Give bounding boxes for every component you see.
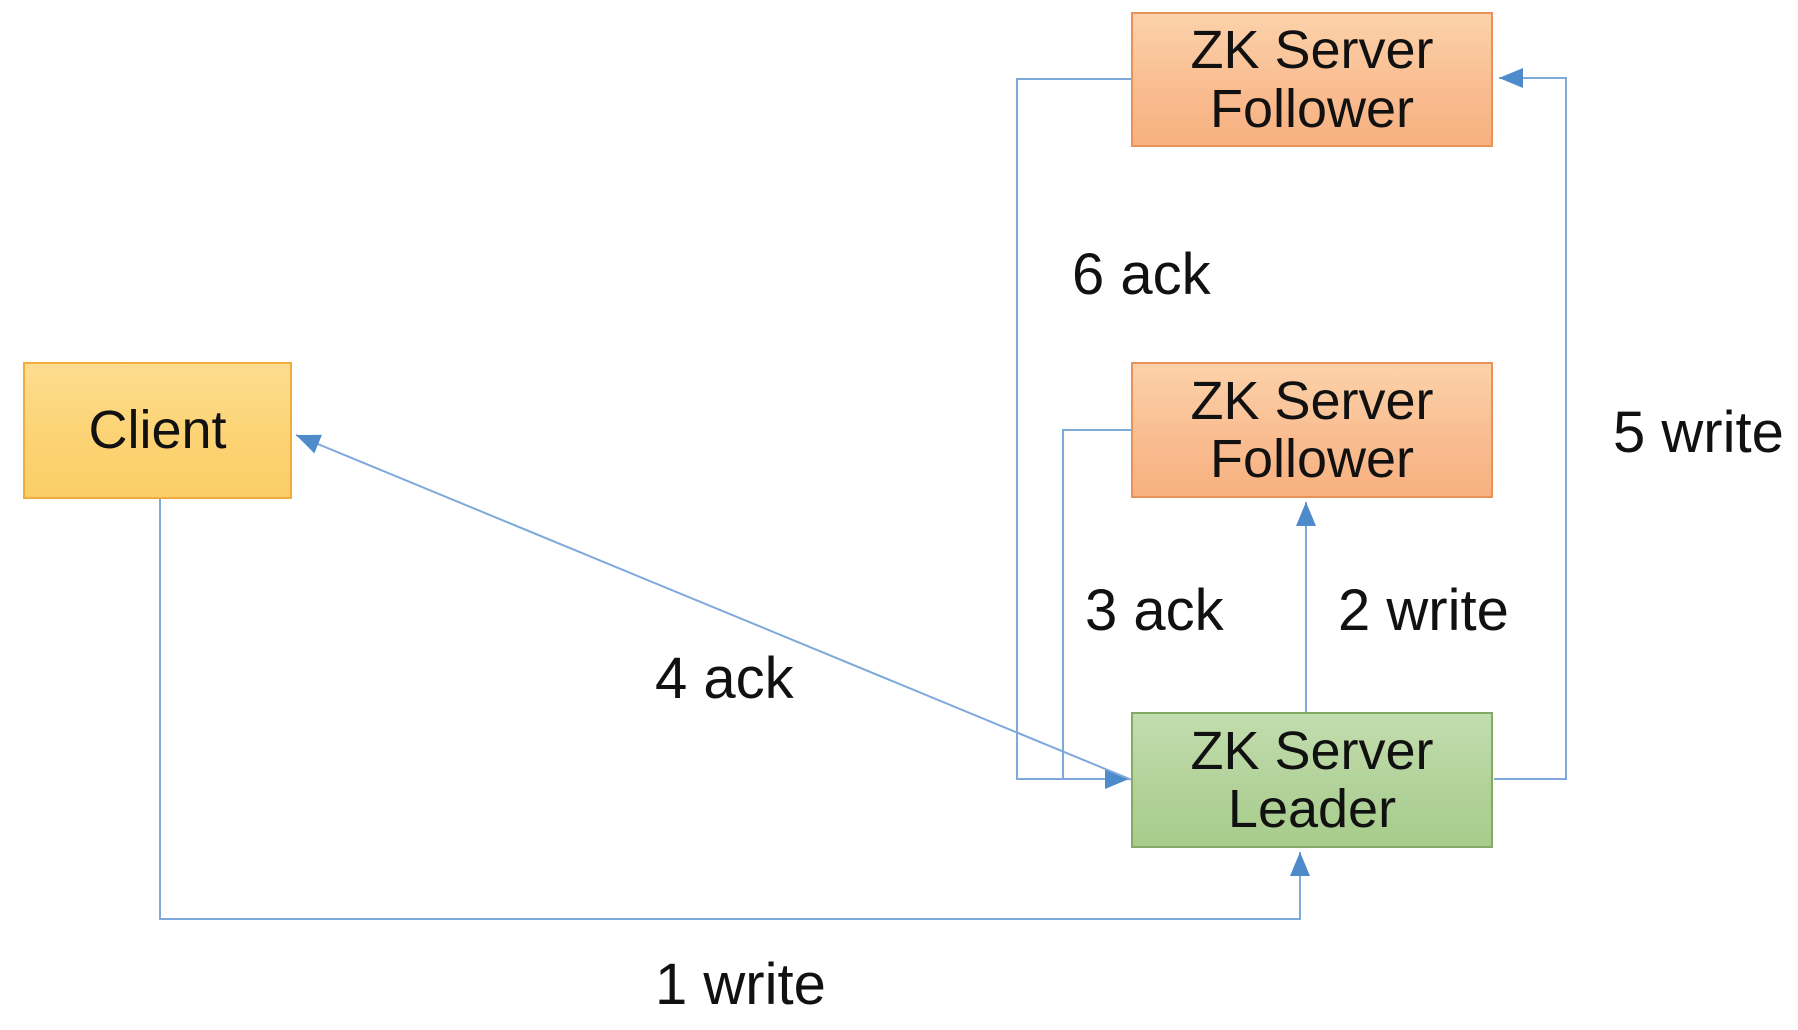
- node-zk-leader-label: ZK Server Leader: [1190, 720, 1434, 839]
- arrow-1-write: [159, 498, 1310, 920]
- edge-label-2-write: 2 write: [1338, 578, 1509, 643]
- edge-label-3-ack: 3 ack: [1085, 578, 1224, 643]
- edge-label-4-ack: 4 ack: [655, 646, 794, 711]
- node-zk-follower-top: ZK Server Follower: [1131, 12, 1493, 147]
- edge-label-1-write: 1 write: [655, 952, 826, 1017]
- node-zk-follower-middle-label: ZK Server Follower: [1190, 370, 1434, 489]
- node-zk-leader: ZK Server Leader: [1131, 712, 1493, 848]
- edge-label-6-ack: 6 ack: [1072, 242, 1211, 307]
- arrow-4-ack: [295, 434, 1133, 781]
- arrow-5-write: [1494, 68, 1567, 780]
- node-zk-follower-top-label: ZK Server Follower: [1190, 20, 1434, 139]
- arrow-6-ack: [1016, 78, 1131, 789]
- node-zk-follower-middle: ZK Server Follower: [1131, 362, 1493, 498]
- node-client: Client: [23, 362, 292, 499]
- arrow-3-ack: [1062, 429, 1131, 778]
- node-client-label: Client: [88, 400, 227, 461]
- edge-label-5-write: 5 write: [1613, 400, 1784, 465]
